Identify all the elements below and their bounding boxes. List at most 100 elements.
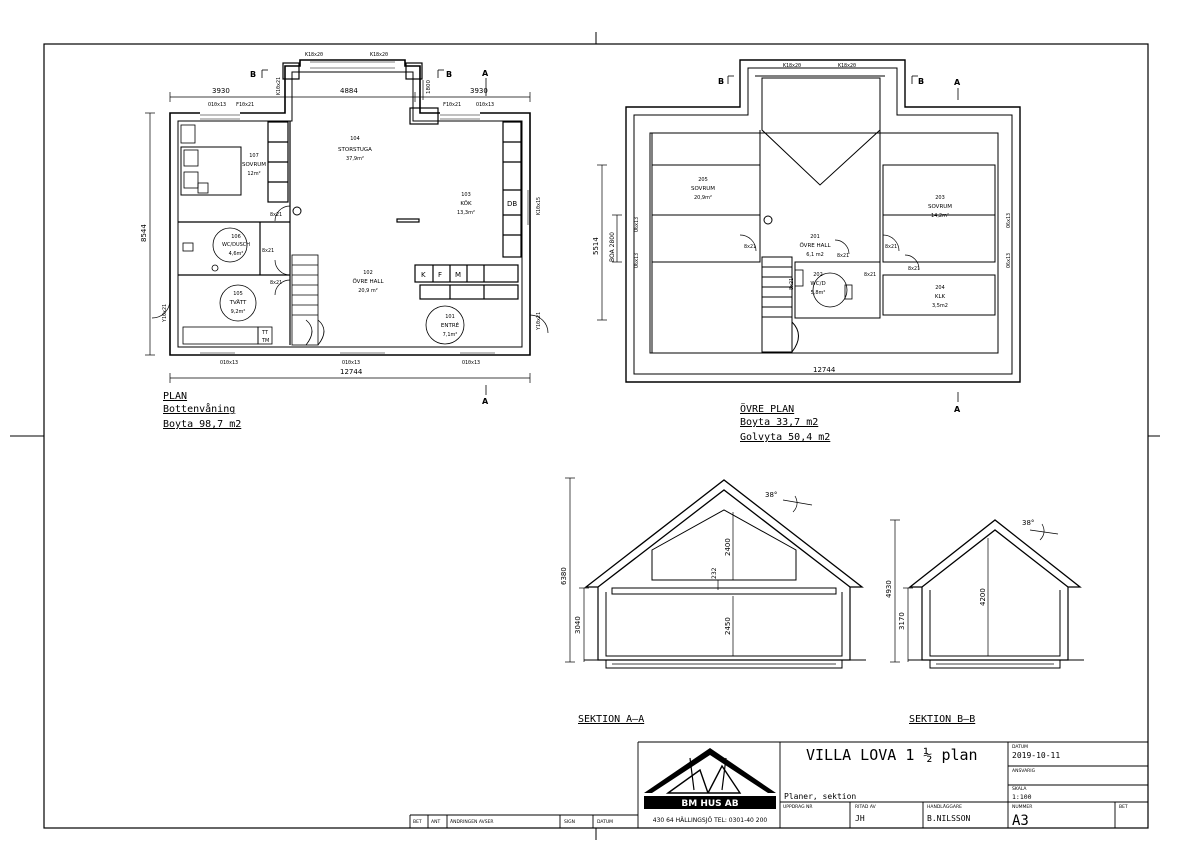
skala-label: SKALA (1012, 786, 1027, 792)
uf-dim-bottom: 12744 (813, 366, 836, 374)
uf-marker-b-left: B (718, 77, 724, 86)
gf-room-103-area: 13,3m² (457, 210, 475, 216)
uf-room-203-area: 14,2m² (931, 213, 949, 219)
uf-room-204-area: 3,5m2 (932, 303, 948, 309)
uf-sink (794, 269, 804, 287)
uf-lbl-door-6: 8x21 (789, 278, 795, 290)
gf-toilet (211, 264, 219, 272)
bet-label: BET (1119, 804, 1128, 810)
gf-lbl-window-e: K10x21 (276, 77, 282, 95)
handl-value: B.NILSSON (927, 814, 971, 823)
uf-lbl-window-l2: O6x13 (634, 253, 640, 268)
uf-marker-a-bottom: A (954, 405, 961, 414)
gf-pillow-1 (183, 149, 199, 167)
gf-dim-small: 1800 (426, 80, 432, 94)
gf-dim-left: 8544 (140, 224, 148, 242)
uf-door-arc-1 (739, 234, 757, 252)
saa-walls (597, 587, 851, 661)
gf-laundry-bench (182, 326, 259, 345)
gf-door-arc-1 (274, 205, 291, 222)
gf-inner-wall (177, 71, 523, 348)
project-title: VILLA LOVA 1 ½ plan (806, 746, 978, 764)
uf-dim-left: 5514 (592, 237, 600, 255)
sbb-angle: 38° (1022, 519, 1034, 527)
gf-lbl-door-3: 8x21 (270, 280, 282, 286)
gf-room-107-no: 107 (249, 153, 259, 159)
gf-lbl-window-top-2: K18x20 (370, 52, 388, 58)
gf-lbl-k: K (421, 271, 426, 279)
gf-lbl-door-1: 8x21 (270, 212, 282, 218)
gf-lbl-window-a: O10x13 (208, 102, 226, 108)
uf-room-203-name: SOVRUM (928, 204, 952, 210)
handl-label: HANDLÄGGARE (927, 803, 962, 810)
gf-lbl-f: F (438, 271, 442, 279)
gf-door-arc-3 (274, 279, 291, 296)
upper-floor-plan: 5514 BOA 2800 12744 K18x20 K18x20 O6x13 … (592, 59, 1021, 443)
gf-entry-circle (425, 305, 465, 345)
datum-label: DATUM (1012, 744, 1028, 750)
ritad-label: RITAD AV (855, 804, 877, 810)
saa-attic-room (651, 509, 797, 581)
rev-andring: ÄNDRINGEN AVSER (450, 818, 494, 825)
gf-room-107-name: SOVRUM (242, 162, 266, 168)
gf-lbl-window-c: F10x21 (443, 102, 461, 108)
gf-outer-wall (169, 59, 531, 356)
uf-room-202-area: 5,8m² (811, 290, 826, 296)
gf-title: PLAN (163, 391, 187, 402)
uf-room-201-no: 201 (810, 234, 820, 240)
uf-room-205-area: 20,9m² (694, 195, 712, 201)
gf-dim-top-mid: 4884 (340, 87, 358, 95)
gf-lbl-window-bottom-3: O10x13 (462, 360, 480, 366)
uf-chimney-mark (763, 215, 773, 225)
uf-dim-left-inner: BOA 2800 (609, 232, 616, 262)
uf-lbl-door-5: 8x21 (864, 272, 876, 278)
gf-lbl-window-bottom-2: O10x13 (342, 360, 360, 366)
saa-floor-slab (611, 587, 837, 595)
uf-room-202-no: 202 (813, 272, 823, 278)
uf-door-arc-2 (834, 239, 850, 255)
uf-lbl-window-top-1: K18x20 (783, 63, 801, 69)
uf-door-arc-3 (882, 234, 900, 252)
sbb-dim-inner: 4200 (979, 588, 987, 606)
uf-outer-wall (625, 59, 1021, 383)
uppdrag-label: UPPDRAG NR (783, 804, 813, 810)
company-logo (644, 748, 776, 809)
uf-lbl-window-r2: O6x13 (1006, 253, 1012, 268)
nummer-label: NUMMER (1012, 804, 1032, 810)
gf-room-102-name: ÖVRE HALL (352, 278, 384, 285)
gf-room-105-no: 105 (233, 291, 243, 297)
gf-room-106-no: 106 (231, 234, 241, 240)
gf-lbl-window-bottom-1: O10x13 (220, 360, 238, 366)
gf-dim-top-right: 3930 (470, 87, 488, 95)
uf-room-201-area: 6,1 m2 (806, 252, 824, 258)
gf-marker-b-right: B (446, 70, 452, 79)
uf-room-204-no: 204 (935, 285, 945, 291)
gf-marker-a-bottom: A (482, 397, 489, 406)
gf-room-102-no: 102 (363, 270, 373, 276)
uf-knee-wall (649, 132, 999, 354)
saa-angle: 38° (765, 491, 777, 499)
rev-datum: DATUM (597, 819, 613, 825)
gf-lbl-door-2: 8x21 (262, 248, 274, 254)
saa-inner-walls (605, 592, 843, 657)
uf-room-203-no: 203 (935, 195, 945, 201)
uf-marker-a-top: A (954, 78, 961, 87)
gf-lbl-tm: TM (261, 338, 269, 344)
uf-area1: Boyta 33,7 m2 (740, 417, 818, 428)
section-bb: 4930 3170 4200 38° SEKTION B–B (885, 519, 1084, 725)
gf-pillow-2 (183, 171, 199, 189)
sbb-roof (908, 519, 1082, 588)
title-block: BM HUS AB 430 64 HÄLLINGSJÖ TEL: 0301-40… (409, 741, 1148, 829)
gf-lbl-door-entry: Y10x21 (536, 312, 542, 330)
gf-lbl-window-b: F10x21 (236, 102, 254, 108)
uf-shower (844, 284, 853, 300)
sbb-dim-total: 4930 (885, 580, 893, 598)
rev-bet: BET (413, 819, 422, 825)
gf-marker-a-top: A (482, 69, 489, 78)
sbb-inner-walls (929, 590, 1061, 657)
gf-lbl-db: DB (507, 200, 517, 208)
gf-lbl-m: M (455, 271, 461, 279)
gf-room-105-name: TVÄTT (229, 299, 247, 306)
gf-door-arc-side (151, 299, 171, 319)
gf-room-105-area: 9,2m² (231, 309, 246, 315)
